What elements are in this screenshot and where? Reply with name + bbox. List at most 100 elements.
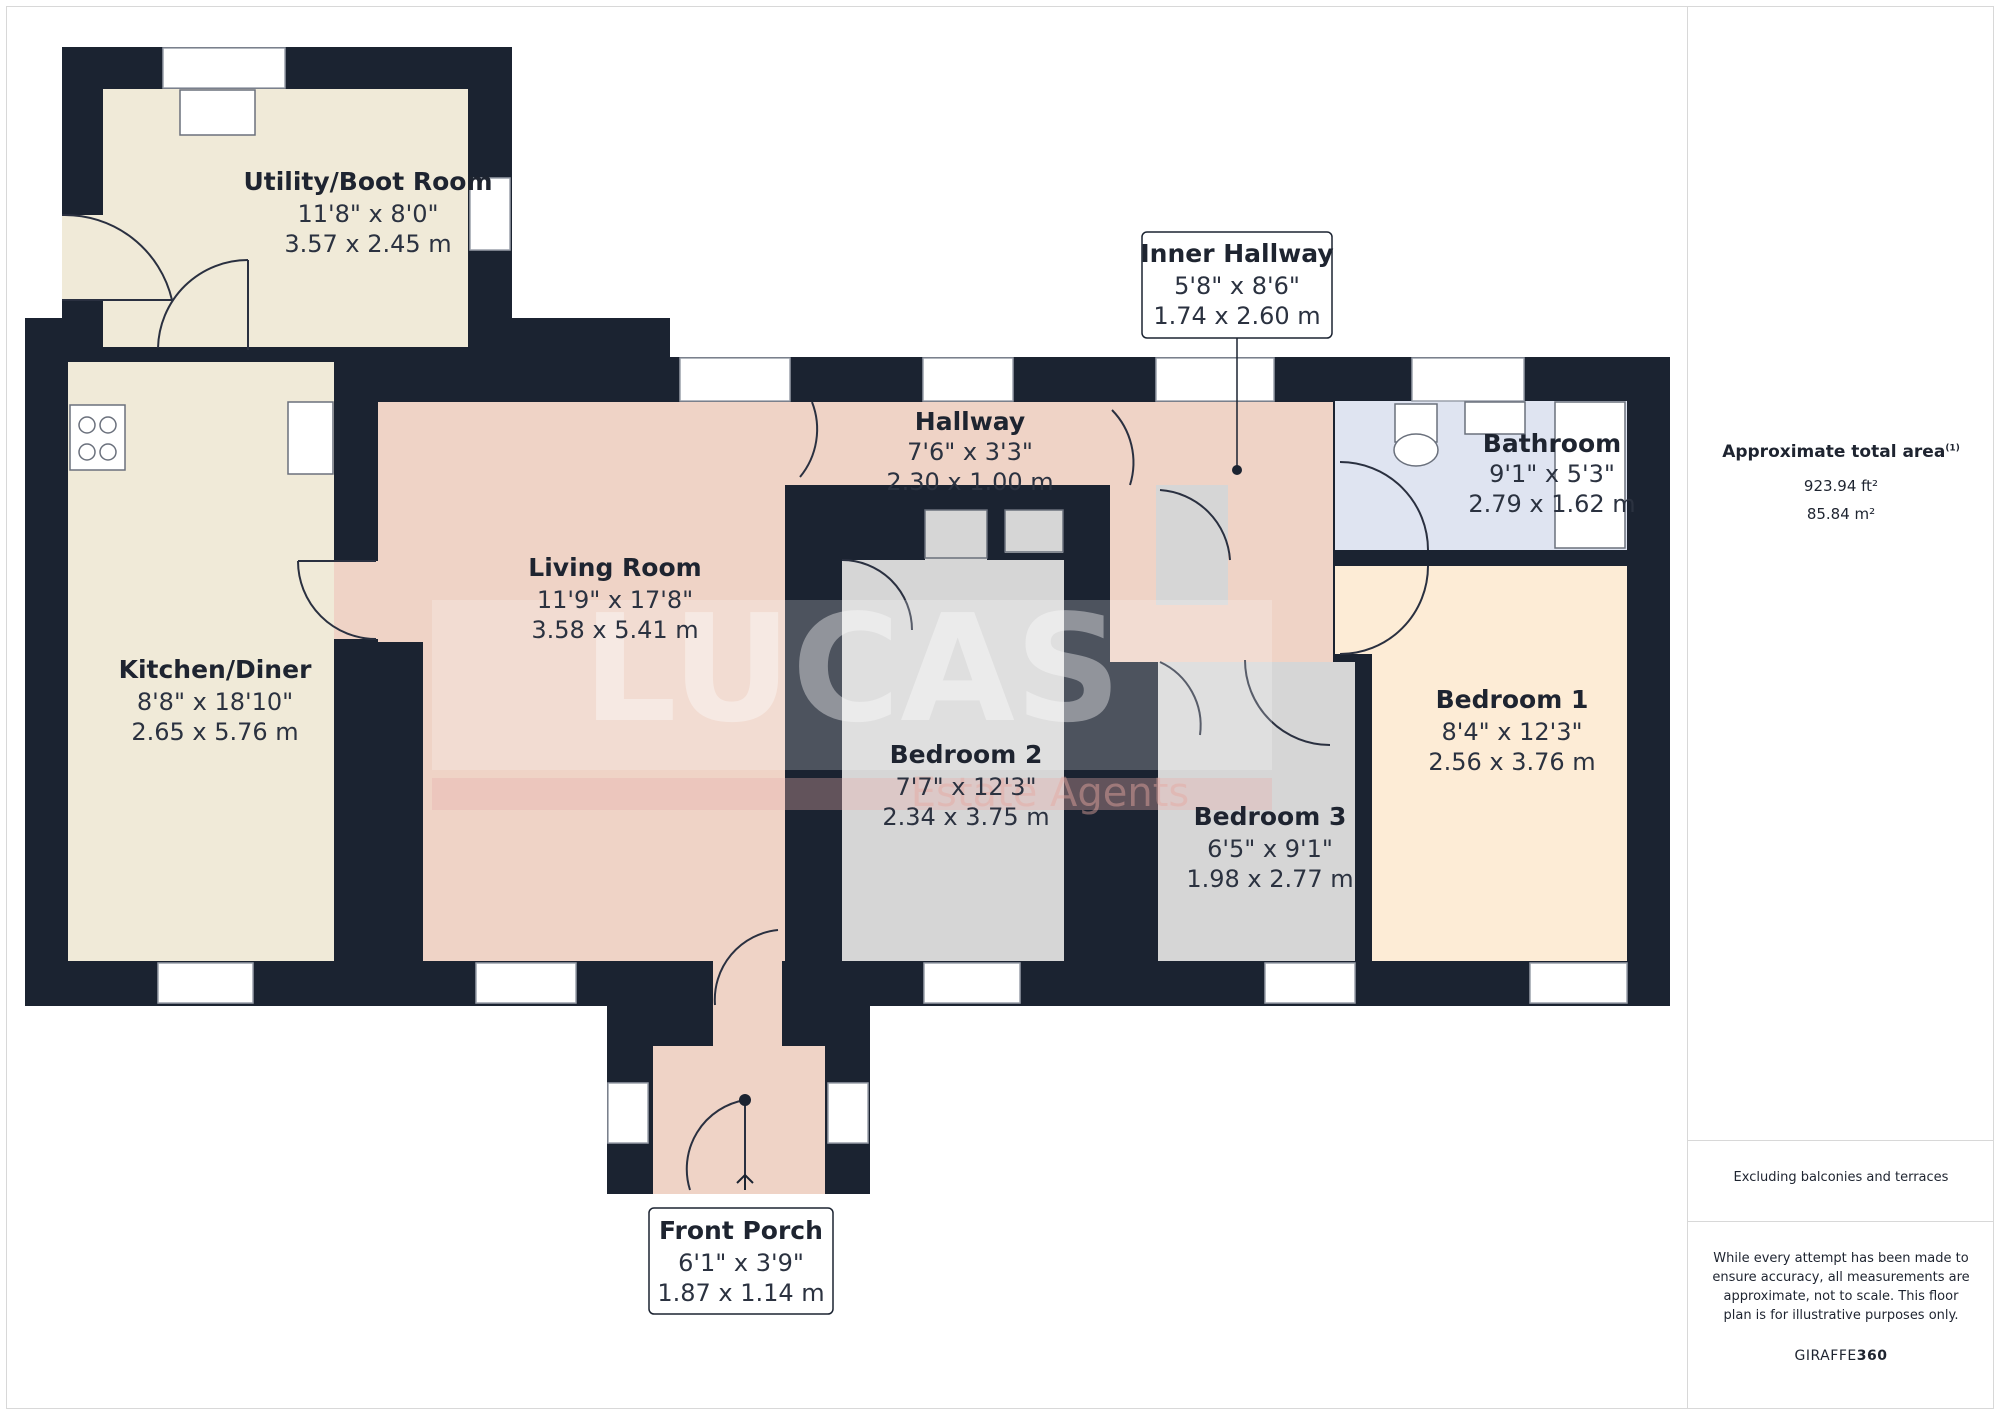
room-living-metric: 3.58 x 5.41 m — [531, 616, 698, 644]
door-utility-kitchen — [157, 259, 249, 349]
room-bedroom3-name: Bedroom 3 — [1194, 802, 1347, 831]
window-bedroom3 — [1264, 962, 1356, 1004]
watermark-brand: LUCAS — [583, 583, 1122, 755]
front-entrance-marker-icon — [739, 1094, 751, 1106]
room-bedroom1-imperial: 8'4" x 12'3" — [1441, 718, 1582, 746]
floor-living-alcove — [378, 402, 426, 642]
room-bedroom2-metric: 2.34 x 3.75 m — [882, 803, 1049, 831]
floor-cupboard-inner — [1156, 485, 1228, 605]
floor-plan: LUCAS Estate Agents Utility/Boot Room 11… — [25, 47, 1670, 1315]
room-inner-hallway-imperial: 5'8" x 8'6" — [1174, 272, 1300, 300]
sidebar-line-2 — [1688, 1221, 1994, 1222]
room-kitchen-name: Kitchen/Diner — [119, 655, 312, 684]
door-living-hallway — [799, 401, 819, 478]
room-living-name: Living Room — [528, 553, 701, 582]
door-hallway-inner — [1111, 409, 1135, 486]
room-front-porch-metric: 1.87 x 1.14 m — [657, 1279, 824, 1307]
room-bedroom3: Bedroom 3 6'5" x 9'1" 1.98 x 2.77 m — [1186, 802, 1353, 893]
watermark: LUCAS Estate Agents — [432, 583, 1272, 816]
window-utility-right — [469, 177, 511, 251]
room-front-porch-imperial: 6'1" x 3'9" — [678, 1249, 804, 1277]
shower-icon — [1554, 401, 1626, 549]
floor-porch-passage — [713, 961, 782, 1051]
window-porch-left — [607, 1082, 649, 1144]
area-sqm: 85.84 m² — [1806, 505, 1876, 523]
room-hallway-metric: 2.30 x 1.00 m — [886, 468, 1053, 496]
room-bedroom2-name: Bedroom 2 — [890, 740, 1043, 769]
exclusion-note: Excluding balconies and terraces — [1733, 1170, 1949, 1185]
room-front-porch-name: Front Porch — [659, 1216, 823, 1245]
floor-utility — [103, 89, 468, 347]
room-bathroom-name: Bathroom — [1483, 429, 1621, 458]
room-bedroom1-name: Bedroom 1 — [1436, 685, 1589, 714]
floor-kitchen-living-opening — [334, 561, 382, 639]
window-bedroom1 — [1529, 962, 1628, 1004]
window-inner-hallway — [1155, 357, 1275, 402]
room-kitchen-metric: 2.65 x 5.76 m — [131, 718, 298, 746]
door-front — [685, 1099, 746, 1191]
window-hallway — [922, 357, 1014, 402]
door-bathroom — [1339, 461, 1429, 551]
watermark-tagline: Estate Agents — [911, 770, 1190, 816]
window-bathroom — [1411, 357, 1525, 402]
windows — [157, 47, 1628, 1144]
floor-bedroom1-door-area — [1335, 566, 1375, 654]
kitchen-sink-icon — [287, 401, 334, 475]
room-bathroom: Bathroom 9'1" x 5'3" 2.79 x 1.62 m — [1468, 429, 1635, 518]
door-kitchen-living — [297, 560, 377, 640]
window-kitchen — [157, 962, 254, 1004]
window-porch-right — [827, 1082, 869, 1144]
room-utility-imperial: 11'8" x 8'0" — [297, 200, 438, 228]
room-bedroom1-metric: 2.56 x 3.76 m — [1428, 748, 1595, 776]
door-bedroom3-right — [1244, 659, 1331, 746]
floor-bedroom3 — [1158, 662, 1355, 961]
room-bedroom3-metric: 1.98 x 2.77 m — [1186, 865, 1353, 893]
window-bedroom2 — [923, 962, 1021, 1004]
room-bedroom2-imperial: 7'7" x 12'3" — [895, 773, 1036, 801]
wardrobe-icon — [924, 509, 988, 559]
watermark-panel — [432, 600, 1272, 770]
fixtures — [69, 89, 1626, 559]
room-utility-metric: 3.57 x 2.45 m — [284, 230, 451, 258]
room-bedroom2: Bedroom 2 7'7" x 12'3" 2.34 x 3.75 m — [882, 740, 1049, 831]
basin-icon — [1464, 401, 1526, 435]
window-utility-top — [162, 47, 286, 89]
area-title-text: Approximate total area — [1722, 442, 1946, 462]
door-porch-inner — [713, 929, 779, 1006]
utility-sink-icon — [179, 89, 256, 136]
room-bathroom-imperial: 9'1" x 5'3" — [1489, 460, 1615, 488]
front-porch-label-box — [648, 1207, 834, 1315]
floors — [62, 89, 1627, 1194]
toilet-bowl-icon — [1393, 433, 1439, 467]
room-inner-hallway-name: Inner Hallway — [1140, 239, 1333, 268]
room-hallway-imperial: 7'6" x 3'3" — [907, 438, 1033, 466]
hob-burner-icon — [99, 416, 117, 434]
window-living — [475, 962, 577, 1004]
watermark-stripe — [432, 778, 1272, 810]
room-bedroom1: Bedroom 1 8'4" x 12'3" 2.56 x 3.76 m — [1428, 685, 1595, 776]
door-utility-exit — [61, 213, 173, 301]
door-bedroom2 — [841, 559, 913, 631]
floor-bedroom2 — [842, 560, 1064, 961]
area-footnote: (1) — [1945, 443, 1960, 454]
room-utility-name: Utility/Boot Room — [243, 167, 492, 196]
window-living-top — [679, 357, 791, 402]
sidebar-divider — [1687, 6, 1688, 1409]
room-kitchen-imperial: 8'8" x 18'10" — [137, 688, 293, 716]
disclaimer-line: ensure accuracy, all measurements are — [1712, 1270, 1970, 1285]
room-inner-hallway-metric: 1.74 x 2.60 m — [1153, 302, 1320, 330]
room-hallway: Hallway 7'6" x 3'3" 2.30 x 1.00 m — [886, 407, 1053, 496]
page-frame — [6, 6, 1994, 1409]
room-living-imperial: 11'9" x 17'8" — [537, 586, 693, 614]
entrance-arrow-icon — [736, 1173, 754, 1190]
room-inner-hallway: Inner Hallway 5'8" x 8'6" 1.74 x 2.60 m — [1140, 239, 1333, 330]
floor-living — [423, 402, 785, 961]
room-bathroom-metric: 2.79 x 1.62 m — [1468, 490, 1635, 518]
logo-bold: 360 — [1856, 1348, 1888, 1364]
door-bedroom3-left — [1159, 661, 1202, 736]
area-title: Approximate total area(1) — [1688, 442, 1994, 462]
room-hallway-name: Hallway — [915, 407, 1025, 436]
door-cupboard-inner — [1159, 489, 1231, 561]
disclaimer-line: approximate, not to scale. This floor — [1723, 1289, 1959, 1304]
room-utility: Utility/Boot Room 11'8" x 8'0" 3.57 x 2.… — [243, 167, 492, 258]
